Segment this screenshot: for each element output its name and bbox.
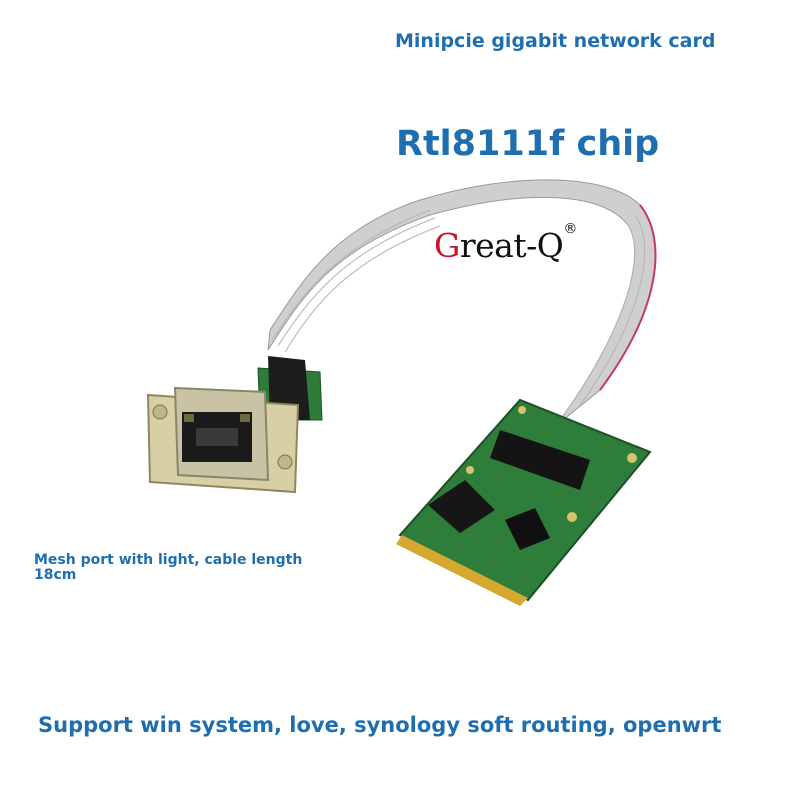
heading-text: Minipcie gigabit network card (395, 30, 716, 52)
ribbon-cable-icon (267, 179, 657, 456)
rj45-port-icon (146, 356, 323, 494)
minipcie-card-icon (396, 398, 652, 606)
caption-text: Mesh port with light, cable length 18cm (34, 552, 303, 583)
footer-text: Support win system, love, synology soft … (38, 713, 722, 737)
brand-logo: Great-Q® (434, 221, 577, 265)
chip-title: Rtl8111f chip (396, 124, 660, 164)
